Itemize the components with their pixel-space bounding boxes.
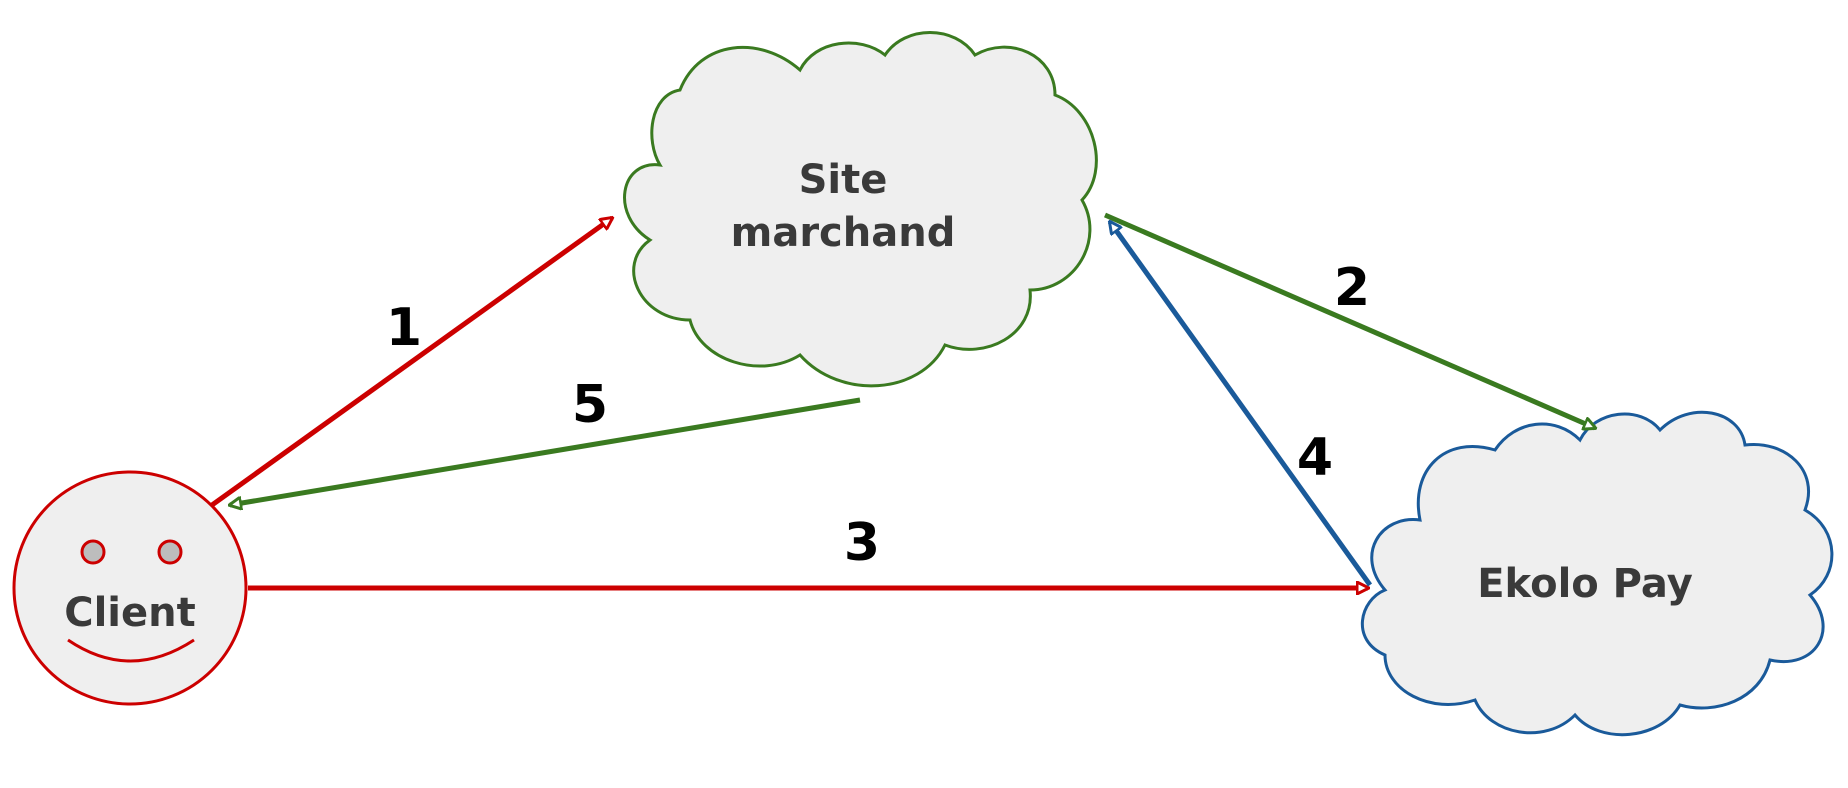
site-marchand-label-line1: Site: [799, 157, 888, 203]
client-left-eye: [80, 539, 106, 565]
edge-1-arrow: [210, 218, 612, 508]
ekolo-pay-cloud-shape: [1360, 410, 1834, 737]
site-marchand-cloud-shape: [623, 31, 1098, 388]
edge-2: 2: [1104, 212, 1595, 428]
client-label: Client: [64, 590, 196, 636]
ekolo-pay-node: Ekolo Pay: [1360, 410, 1834, 737]
client-circle: [12, 470, 248, 706]
edge-3-label: 3: [844, 513, 880, 573]
edge-5-label: 5: [572, 375, 608, 435]
client-smile: [67, 638, 195, 663]
edge-2-arrow: [1104, 212, 1595, 428]
ekolo-pay-label: Ekolo Pay: [1477, 561, 1693, 607]
edge-4-label: 4: [1297, 428, 1333, 488]
site-marchand-label-line2: marchand: [731, 210, 956, 256]
edge-4-arrow: [1110, 222, 1373, 587]
site-marchand-node: Site marchand: [623, 31, 1098, 388]
client-node: Client: [12, 470, 248, 706]
edge-5-arrow: [230, 397, 861, 505]
edge-1-label: 1: [386, 298, 422, 358]
edge-1: 1: [210, 218, 612, 508]
edge-3: 3: [248, 513, 1368, 588]
edge-5: 5: [230, 375, 861, 505]
edge-2-label: 2: [1334, 258, 1370, 318]
client-right-eye: [157, 539, 183, 565]
edge-4: 4: [1110, 222, 1373, 587]
